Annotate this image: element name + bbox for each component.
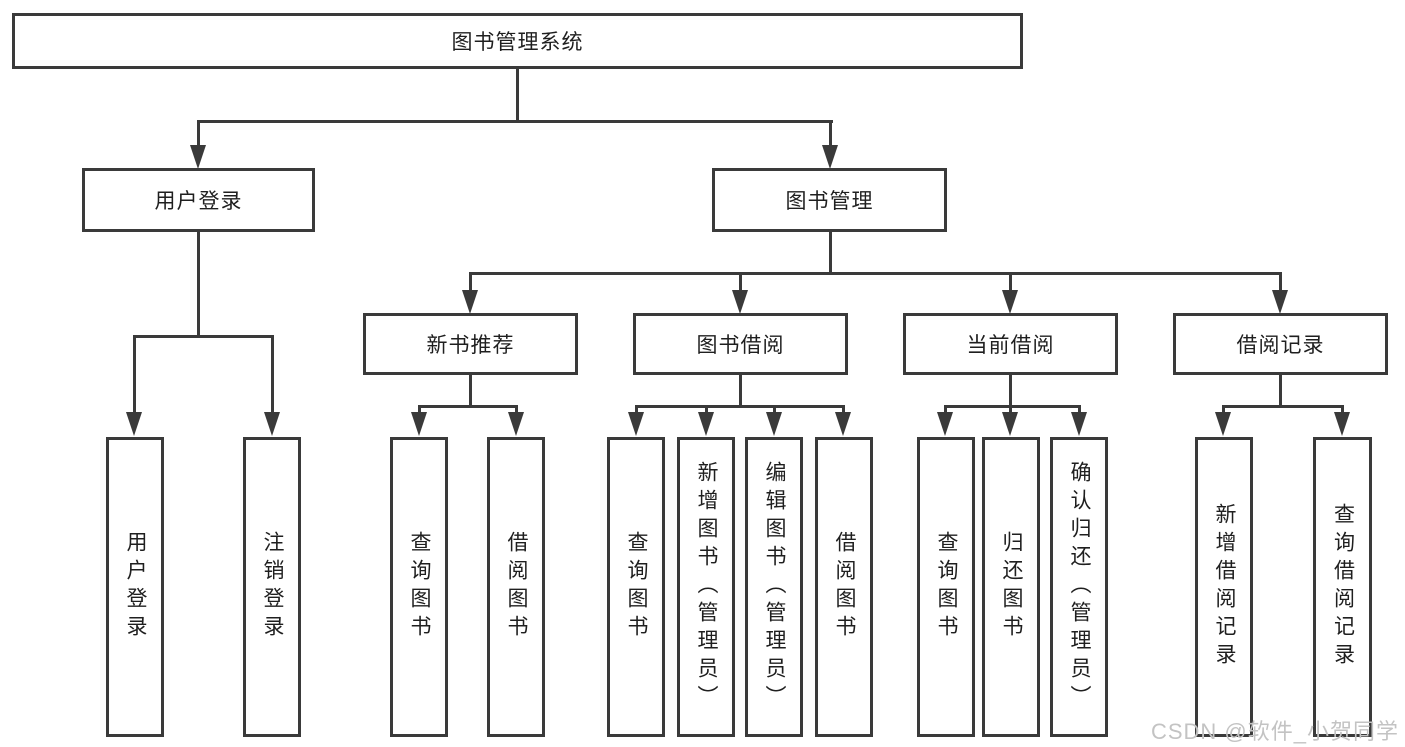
arrow-down-icon	[628, 412, 644, 436]
connector-line	[739, 375, 742, 407]
arrow-down-icon	[1071, 412, 1087, 436]
connector-line	[515, 405, 518, 415]
leaf-cur-confirm-return-admin: 确认归还（管理员）	[1050, 437, 1108, 737]
node-new-book-recommend: 新书推荐	[363, 313, 578, 375]
arrow-down-icon	[411, 412, 427, 436]
connector-line	[133, 335, 136, 413]
arrow-down-icon	[822, 145, 838, 169]
connector-line	[197, 232, 200, 338]
connector-line	[1279, 375, 1282, 407]
leaf-rec-add-record: 新增借阅记录	[1195, 437, 1253, 737]
arrow-down-icon	[190, 145, 206, 169]
arrow-down-icon	[1272, 290, 1288, 314]
leaf-bw-add-books-admin: 新增图书（管理员）	[677, 437, 735, 737]
connector-line	[197, 120, 200, 148]
node-book-borrowing: 图书借阅	[633, 313, 848, 375]
connector-line	[944, 405, 947, 415]
arrow-down-icon	[1215, 412, 1231, 436]
arrow-down-icon	[462, 290, 478, 314]
node-current-borrowing: 当前借阅	[903, 313, 1118, 375]
connector-line	[829, 120, 832, 148]
connector-line	[944, 405, 1081, 408]
arrow-down-icon	[835, 412, 851, 436]
connector-line	[418, 405, 518, 408]
arrow-down-icon	[698, 412, 714, 436]
leaf-bw-edit-books-admin: 编辑图书（管理员）	[745, 437, 803, 737]
connector-line	[1341, 405, 1344, 415]
leaf-user-login: 用户登录	[106, 437, 164, 737]
leaf-bw-query-books: 查询图书	[607, 437, 665, 737]
connector-line	[469, 375, 472, 407]
connector-line	[469, 272, 472, 292]
connector-line	[1222, 405, 1343, 408]
arrow-down-icon	[264, 412, 280, 436]
connector-line	[842, 405, 845, 415]
connector-line	[705, 405, 708, 415]
connector-line	[773, 405, 776, 415]
connector-line	[271, 335, 274, 413]
leaf-cur-query-books: 查询图书	[917, 437, 975, 737]
leaf-logout: 注销登录	[243, 437, 301, 737]
connector-line	[418, 405, 421, 415]
leaf-cur-return-books: 归还图书	[982, 437, 1040, 737]
arrow-down-icon	[766, 412, 782, 436]
connector-line	[197, 120, 833, 123]
csdn-watermark: CSDN @软件_小贺同学	[1150, 719, 1399, 744]
connector-line	[1078, 405, 1081, 415]
connector-line	[469, 272, 1282, 275]
connector-line	[739, 272, 742, 292]
connector-line	[829, 232, 832, 274]
node-book-management: 图书管理	[712, 168, 947, 232]
node-root-system: 图书管理系统	[12, 13, 1023, 69]
connector-line	[133, 335, 274, 338]
connector-line	[1009, 272, 1012, 292]
leaf-bw-borrow-books: 借阅图书	[815, 437, 873, 737]
connector-line	[635, 405, 845, 408]
arrow-down-icon	[1334, 412, 1350, 436]
connector-line	[1279, 272, 1282, 292]
leaf-nb-borrow-books: 借阅图书	[487, 437, 545, 737]
connector-line	[635, 405, 638, 415]
arrow-down-icon	[1002, 290, 1018, 314]
arrow-down-icon	[126, 412, 142, 436]
leaf-nb-query-books: 查询图书	[390, 437, 448, 737]
arrow-down-icon	[508, 412, 524, 436]
connector-line	[1009, 405, 1012, 415]
arrow-down-icon	[732, 290, 748, 314]
leaf-rec-query-record: 查询借阅记录	[1313, 437, 1372, 737]
arrow-down-icon	[937, 412, 953, 436]
arrow-down-icon	[1002, 412, 1018, 436]
connector-line	[1222, 405, 1225, 415]
node-user-login: 用户登录	[82, 168, 315, 232]
connector-line	[516, 68, 519, 121]
node-borrowing-records: 借阅记录	[1173, 313, 1388, 375]
connector-line	[1009, 375, 1012, 407]
